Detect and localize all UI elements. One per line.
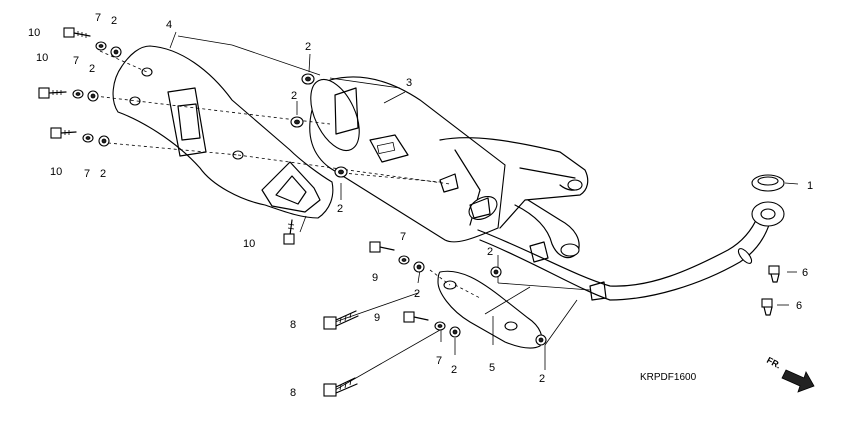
callout-4: 4: [166, 19, 172, 31]
grommet-2: [110, 46, 122, 58]
callout-7: 7: [436, 355, 442, 367]
grommet-2: [87, 90, 99, 102]
callout-2: 2: [487, 246, 493, 258]
callout-8: 8: [290, 387, 296, 399]
grommet-2: [301, 73, 315, 85]
exhaust-pipe: [477, 201, 785, 301]
bolt-8: [323, 377, 358, 397]
callout-2: 2: [539, 373, 545, 385]
fasteners: [38, 27, 780, 397]
clip-6: [761, 298, 773, 316]
bolt-10: [63, 27, 91, 38]
callout-2: 2: [111, 15, 117, 27]
front-direction-arrow: FR.: [765, 355, 815, 393]
callout-6: 6: [802, 267, 808, 279]
callout-5: 5: [489, 362, 495, 374]
callout-10: 10: [50, 166, 62, 178]
callout-2: 2: [414, 288, 420, 300]
callout-10: 10: [36, 52, 48, 64]
bolt-10: [283, 219, 295, 245]
callout-8: 8: [290, 319, 296, 331]
heat-shield-lower: [437, 270, 543, 349]
callout-10: 10: [28, 27, 40, 39]
grommet-2: [98, 135, 110, 147]
callout-labels: 10 7 2 4 10 7 2 10 7 2 2 2 3 2 1 10 7 9 …: [28, 12, 813, 399]
bolt-8: [323, 310, 359, 330]
collar-7: [434, 321, 446, 331]
callout-3: 3: [406, 77, 412, 89]
collar-7: [95, 41, 107, 51]
callout-7: 7: [73, 55, 79, 67]
collar-7: [72, 89, 84, 99]
grommet-2: [535, 334, 547, 346]
grommet-2: [334, 166, 348, 178]
bolt-9: [369, 241, 395, 253]
callout-2: 2: [89, 63, 95, 75]
muffler-body: [309, 76, 589, 259]
grommet-2: [290, 116, 304, 128]
collar-7: [398, 255, 410, 265]
callout-10: 10: [243, 238, 255, 250]
collar-7: [82, 133, 94, 143]
grommet-2: [490, 266, 502, 278]
callout-7: 7: [84, 168, 90, 180]
callout-2: 2: [305, 41, 311, 53]
grommet-2: [449, 326, 461, 338]
heat-shield: [112, 45, 334, 219]
bolt-10: [50, 127, 77, 139]
callout-9: 9: [374, 312, 380, 324]
alignment-lines: [94, 50, 481, 299]
callout-7: 7: [95, 12, 101, 24]
diagram-code: KRPDF1600: [640, 372, 697, 383]
callout-2: 2: [100, 168, 106, 180]
bolt-9: [403, 311, 429, 323]
bolt-10: [38, 87, 67, 99]
callout-2: 2: [451, 364, 457, 376]
callout-1: 1: [807, 180, 813, 192]
callout-2: 2: [291, 90, 297, 102]
callout-2: 2: [337, 203, 343, 215]
clip-6: [768, 265, 780, 283]
front-direction-label: FR.: [765, 355, 782, 371]
callout-9: 9: [372, 272, 378, 284]
gasket: [751, 174, 785, 192]
callout-7: 7: [400, 231, 406, 243]
callout-6: 6: [796, 300, 802, 312]
grommet-2: [413, 261, 425, 273]
